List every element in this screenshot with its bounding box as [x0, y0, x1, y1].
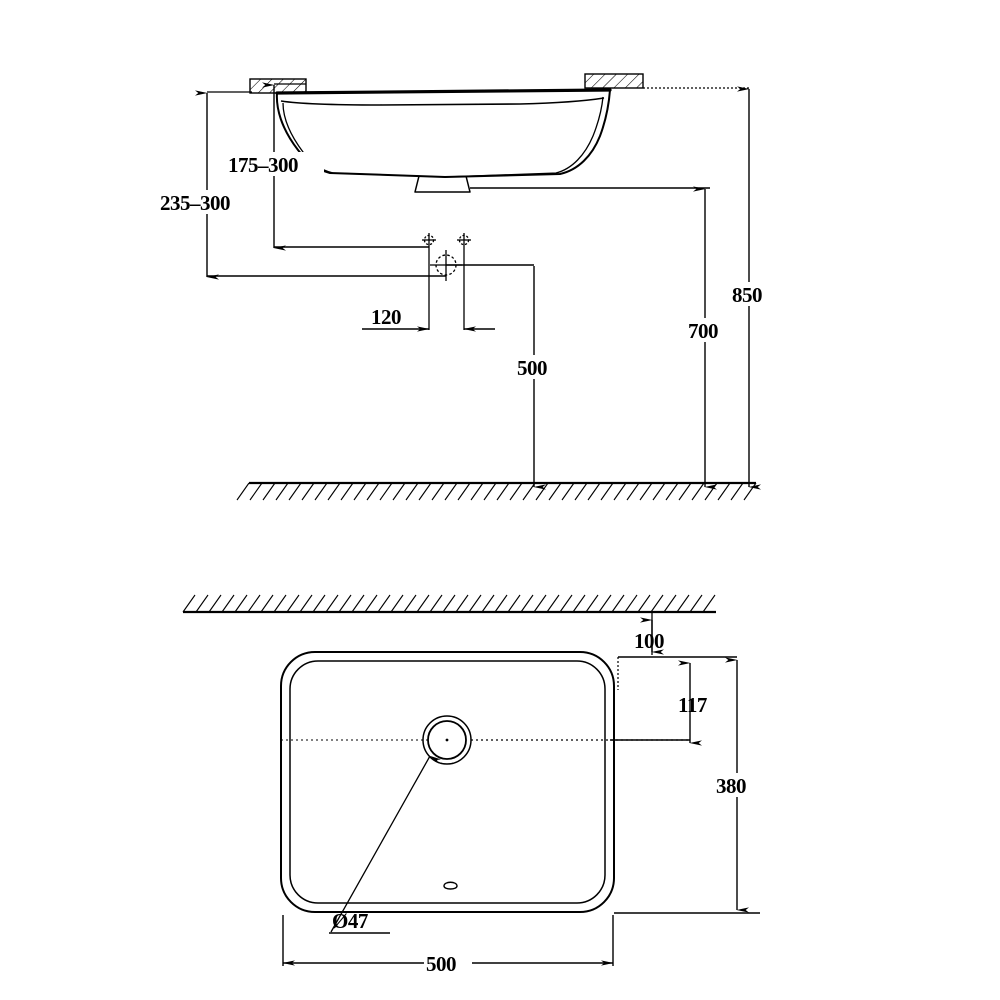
dim-label-120: 120 [371, 305, 401, 329]
dim-label-100: 100 [634, 629, 664, 653]
dim-500-plan: 500 [282, 915, 614, 976]
countertop-slab-right [584, 73, 644, 89]
dim-label-500-plan: 500 [426, 952, 456, 976]
elevation-view: 175–300 235–300 120 [158, 73, 776, 501]
dia-47-leader: Ø47 [329, 755, 441, 934]
drain-boss [414, 175, 471, 193]
wall-hatching [182, 594, 716, 614]
dim-700: 700 [686, 186, 732, 490]
dim-label-117: 117 [678, 693, 707, 717]
dim-500-elevation: 500 [446, 264, 561, 490]
dim-label-175-300: 175–300 [228, 153, 298, 177]
dim-label-700: 700 [688, 319, 718, 343]
dim-380: 380 [614, 657, 762, 914]
dim-label-235-300: 235–300 [160, 191, 230, 215]
dim-117: 117 [610, 657, 707, 746]
dim-label-500-elevation: 500 [517, 356, 547, 380]
dim-100: 100 [618, 613, 737, 658]
basin-plan-outer-outline [280, 651, 615, 913]
basin-rim-top [275, 88, 612, 95]
dim-label-380: 380 [716, 774, 746, 798]
dim-175-300: 175–300 [226, 82, 429, 251]
basin-plan-inner-outline [289, 660, 606, 904]
dim-120: 120 [362, 247, 495, 332]
dim-850: 850 [730, 86, 776, 490]
tap-hole-marker-right [457, 233, 471, 247]
plan-view: Ø47 100 117 380 [182, 594, 762, 976]
tap-hole-marker-left [422, 233, 436, 247]
basin-rim-underside [280, 97, 605, 106]
dim-label-850: 850 [732, 283, 762, 307]
dim-label-dia-47: Ø47 [332, 909, 368, 933]
countertop-slab-left [249, 78, 307, 94]
dim-235-300: 235–300 [158, 90, 446, 280]
basin-inner-profile [282, 96, 604, 178]
floor-hatching [236, 481, 757, 501]
overflow-slot-plan [443, 881, 458, 890]
